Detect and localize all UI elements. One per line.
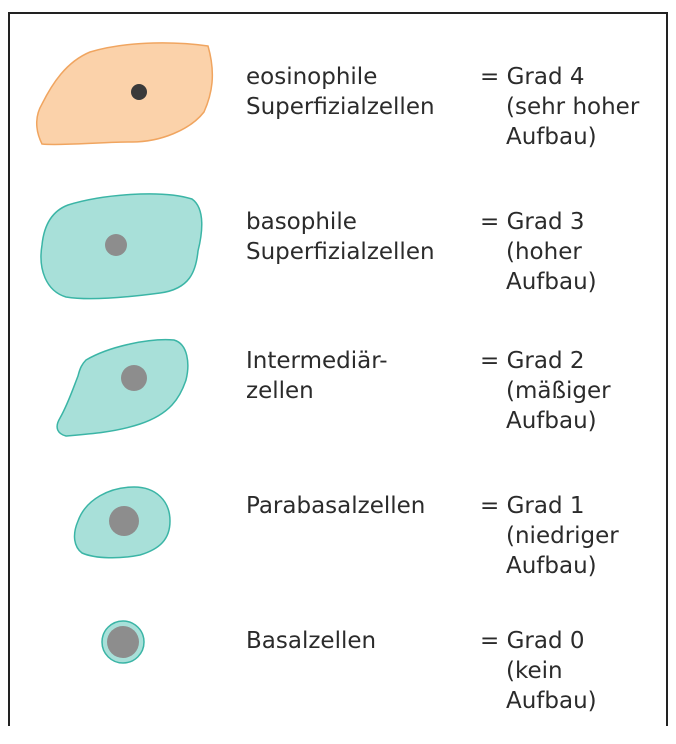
grade-description-cont: Aufbau): [480, 406, 611, 436]
nucleus: [131, 84, 147, 100]
nucleus: [121, 365, 147, 391]
parabasal-cell-illustration: [20, 469, 220, 609]
grade-text: = Grad 0 (kein Aufbau): [480, 626, 597, 716]
cell-body: [37, 43, 213, 145]
grade-text: = Grad 3 (hoher Aufbau): [480, 207, 597, 297]
nucleus: [105, 234, 127, 256]
cell-name: Intermediär- zellen: [246, 346, 388, 406]
grade-text: = Grad 1 (niedriger Aufbau): [480, 491, 619, 581]
row-grade-4: eosinophile Superfizialzellen = Grad 4 (…: [10, 34, 666, 174]
cell-name: Parabasalzellen: [246, 491, 425, 521]
cell-name: eosinophile Superfizialzellen: [246, 62, 435, 122]
grade-value: = Grad 4: [480, 64, 585, 90]
grade-value: = Grad 1: [480, 493, 585, 519]
grade-text: = Grad 2 (mäßiger Aufbau): [480, 346, 611, 436]
grade-value: = Grad 2: [480, 348, 585, 374]
nucleus: [109, 506, 139, 536]
grade-text: = Grad 4 (sehr hoher Aufbau): [480, 62, 639, 152]
cell-body: [57, 340, 188, 436]
row-grade-1: Parabasalzellen = Grad 1 (niedriger Aufb…: [10, 469, 666, 609]
row-grade-2: Intermediär- zellen = Grad 2 (mäßiger Au…: [10, 324, 666, 464]
row-grade-3: basophile Superfizialzellen = Grad 3 (ho…: [10, 179, 666, 319]
grade-description: (sehr hoher: [480, 92, 639, 122]
grade-description-cont: Aufbau): [480, 686, 597, 716]
eosinophilic-superficial-cell-illustration: [20, 34, 220, 174]
cell-name: Basalzellen: [246, 626, 376, 656]
basal-cell-illustration: [20, 604, 220, 744]
row-grade-0: Basalzellen = Grad 0 (kein Aufbau): [10, 604, 666, 744]
grade-description: (mäßiger: [480, 376, 611, 406]
nucleus: [107, 626, 139, 658]
grade-description-cont: Aufbau): [480, 267, 597, 297]
diagram-frame: eosinophile Superfizialzellen = Grad 4 (…: [8, 12, 668, 726]
grade-value: = Grad 0: [480, 628, 585, 654]
basophilic-superficial-cell-illustration: [20, 179, 220, 319]
grade-description: (kein: [480, 656, 597, 686]
grade-description-cont: Aufbau): [480, 122, 639, 152]
intermediate-cell-illustration: [20, 324, 220, 464]
grade-value: = Grad 3: [480, 209, 585, 235]
grade-description: (hoher: [480, 237, 597, 267]
cell-name: basophile Superfizialzellen: [246, 207, 435, 267]
grade-description-cont: Aufbau): [480, 551, 619, 581]
grade-description: (niedriger: [480, 521, 619, 551]
